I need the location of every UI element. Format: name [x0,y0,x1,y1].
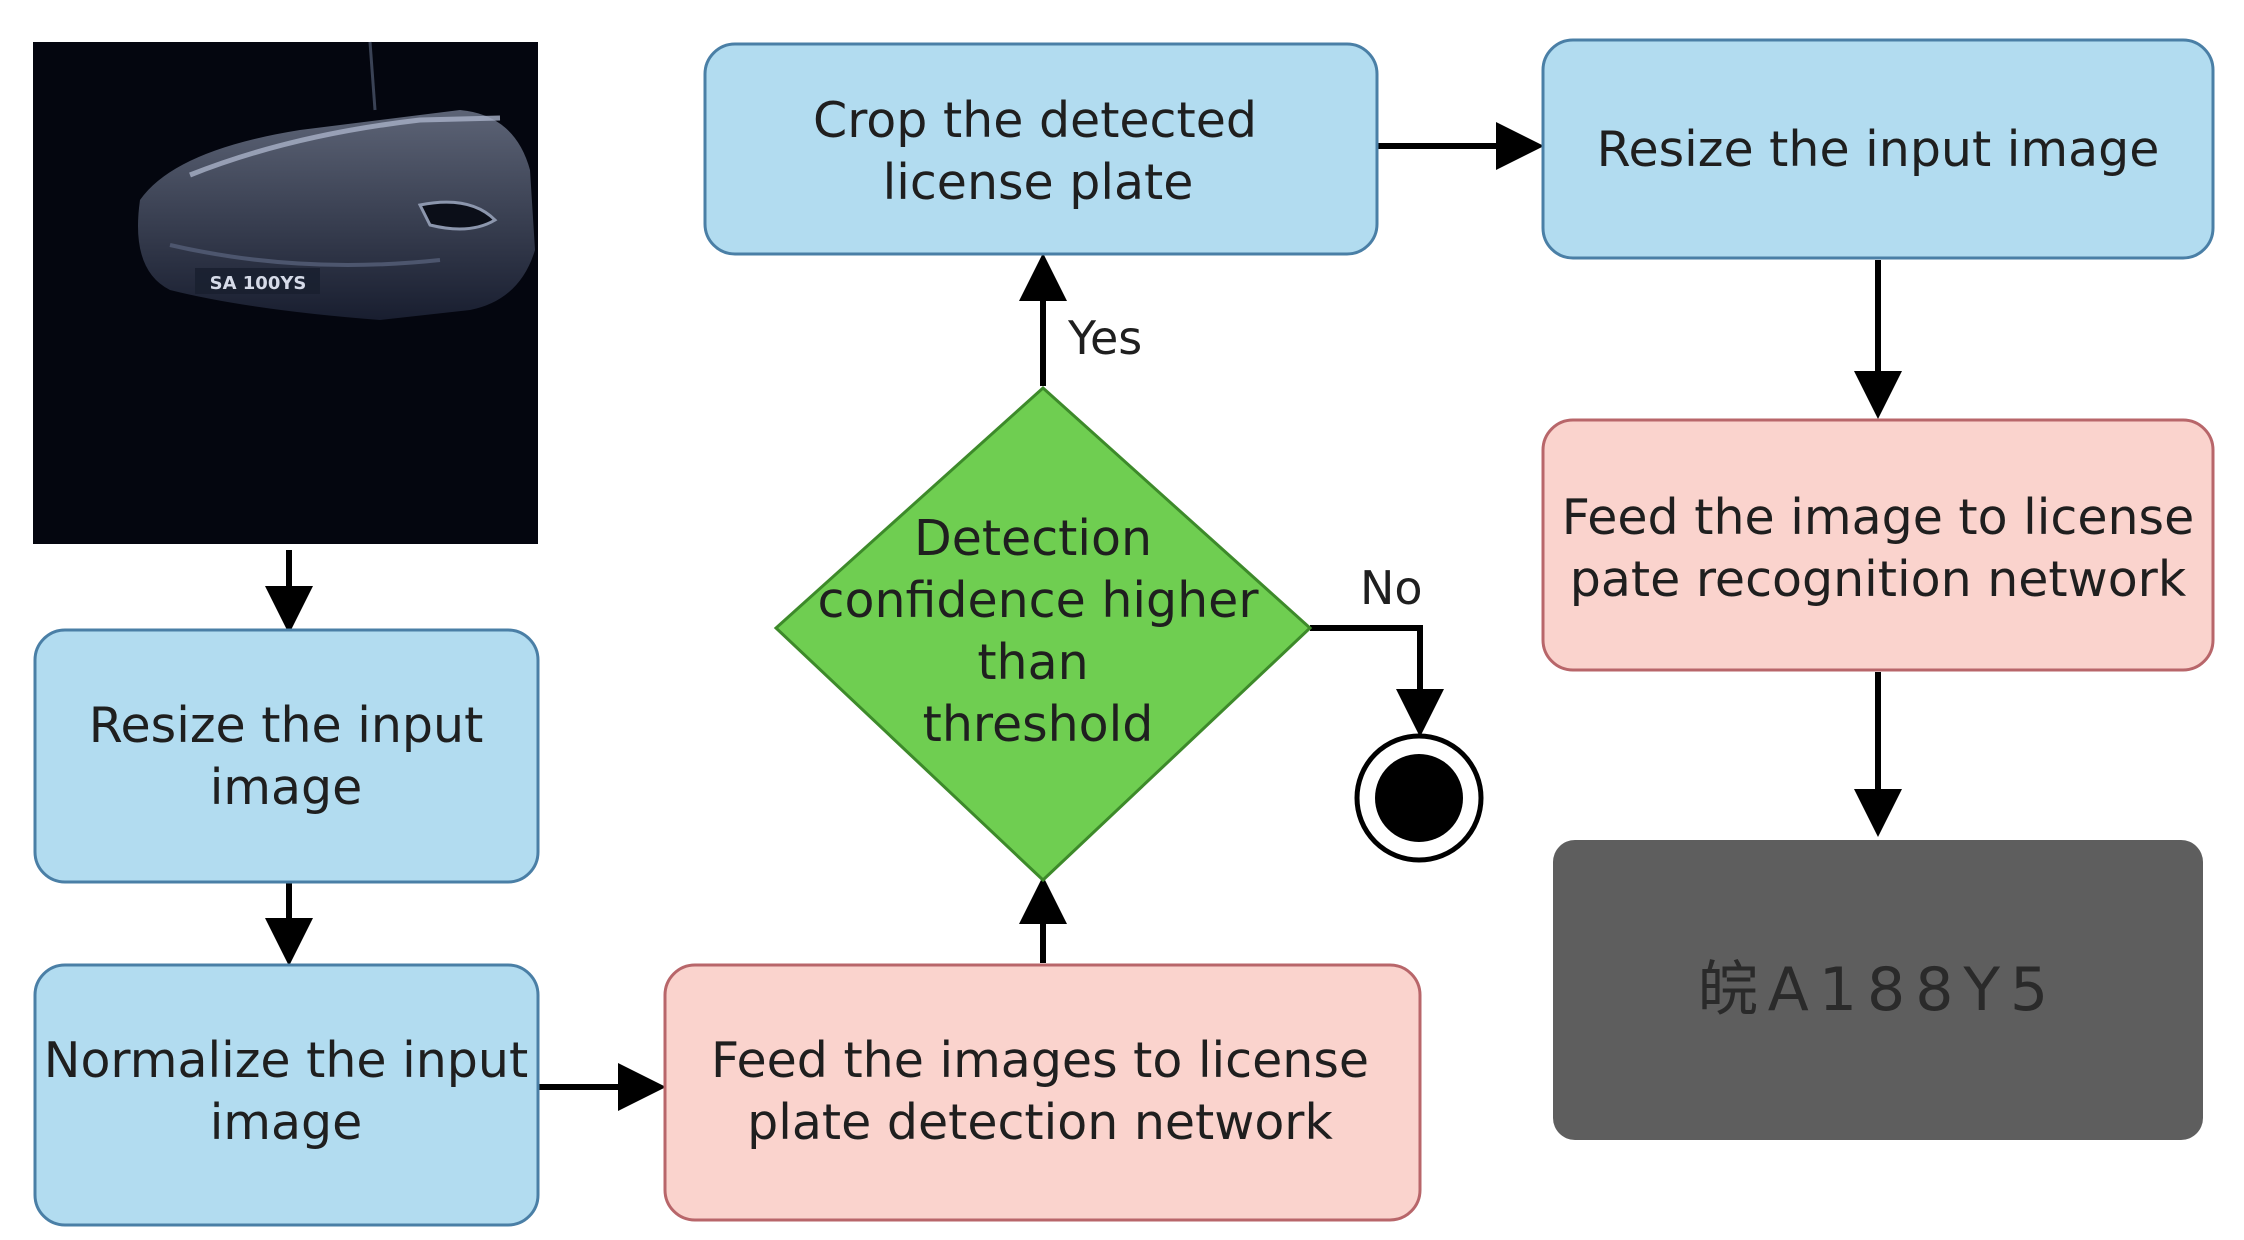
step-feed-recognition-line2: pate recognition network [1570,551,2187,608]
step-resize-input-2: Resize the input image [1541,38,2215,260]
decision-line2: confidence higher [818,572,1260,629]
step-resize-input-line2: image [210,759,363,816]
step-crop-line1: Crop the detected [813,92,1257,149]
connectors [265,122,1902,1111]
recognized-plate-output: 皖A188Y5 [1553,840,2203,1140]
step-normalize-input-line2: image [210,1094,363,1151]
end-node [1354,733,1484,863]
step-feed-detection-line1: Feed the images to license [711,1032,1369,1089]
decision-line3: than [977,634,1088,691]
decision-line1: Detection [914,510,1152,567]
edge-label-yes: Yes [1067,311,1142,365]
step-resize-input: Resize the input image [33,628,540,884]
step-feed-detection-line2: plate detection network [747,1094,1333,1151]
step-crop-license-plate: Crop the detected license plate [703,42,1379,256]
step-normalize-input: Normalize the input image [33,963,540,1227]
step-resize-input-line1: Resize the input [89,697,484,754]
decision-line4: threshold [923,696,1154,753]
input-plate-text: SA 100YS [210,273,307,294]
edge-label-no: No [1360,561,1423,615]
step-feed-recognition-line1: Feed the image to license [1562,489,2194,546]
step-normalize-input-line1: Normalize the input [44,1032,528,1089]
step-crop-line2: license plate [883,154,1194,211]
arrow-decision-no-to-end [1310,625,1444,737]
step-feed-recognition-network: Feed the image to license pate recogniti… [1541,418,2215,672]
recognized-plate-text: 皖A188Y5 [1698,955,2058,1025]
step-feed-detection-network: Feed the images to license plate detecti… [663,963,1422,1222]
decision-confidence-threshold: Detection confidence higher than thresho… [773,385,1313,883]
input-car-image: SA 100YS [33,41,538,544]
step-resize-input-2-line1: Resize the input image [1597,121,2160,178]
